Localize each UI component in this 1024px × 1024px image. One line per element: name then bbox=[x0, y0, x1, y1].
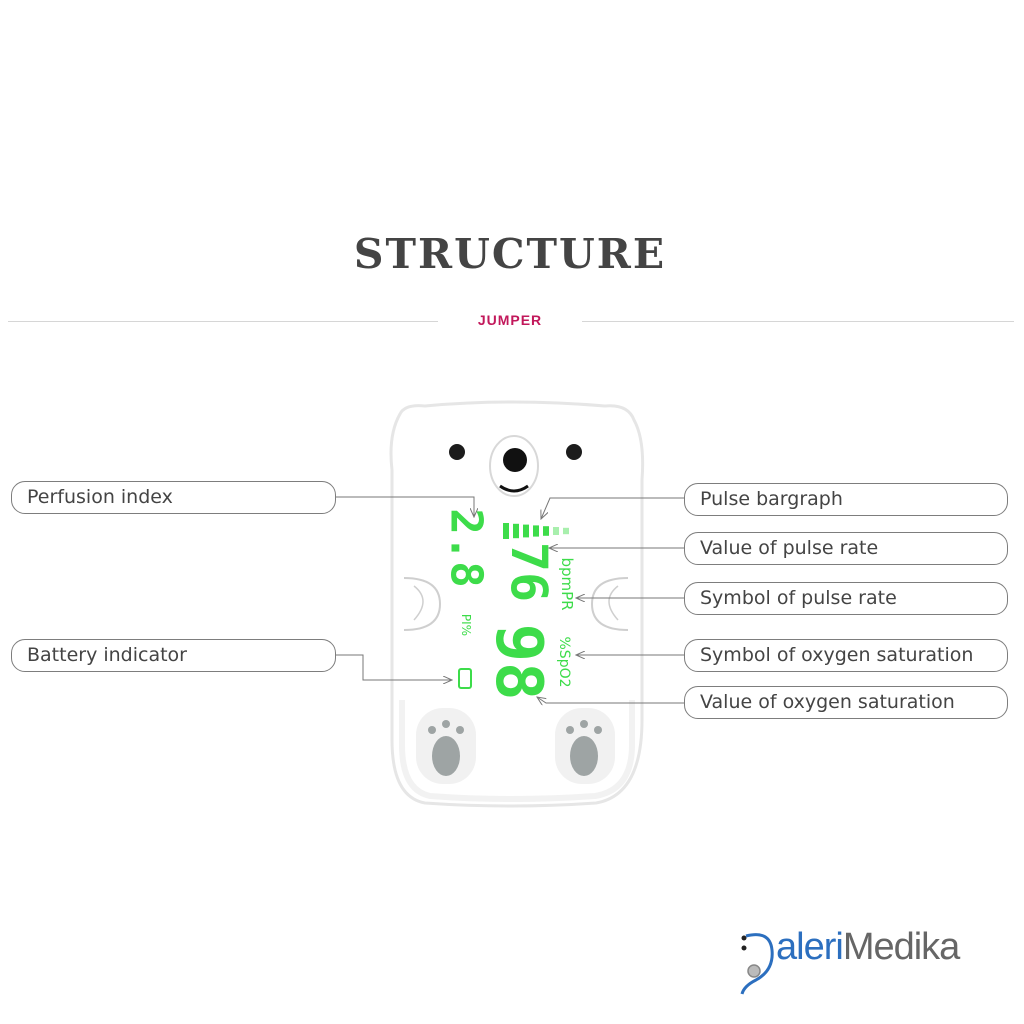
left-eye bbox=[449, 444, 465, 460]
right-arm bbox=[590, 577, 629, 631]
bargraph-segment bbox=[503, 523, 509, 539]
callout-battery-indicator: Battery indicator bbox=[11, 639, 336, 672]
bear-paws bbox=[403, 577, 629, 784]
battery-indicator-leader bbox=[336, 654, 452, 680]
bear-face bbox=[449, 435, 582, 497]
oxygen-value-leader bbox=[537, 697, 684, 703]
right-eye bbox=[566, 444, 582, 460]
callout-perfusion-index: Perfusion index bbox=[11, 481, 336, 514]
watermark-text-part2: Medika bbox=[842, 926, 960, 968]
pulse-rate-value: 76 bbox=[500, 542, 558, 602]
perfusion-index-leader bbox=[336, 496, 474, 517]
spo2-value: 98 bbox=[481, 623, 555, 700]
bargraph-segment bbox=[513, 523, 519, 539]
divider-left bbox=[8, 321, 438, 322]
page-title: STRUCTURE bbox=[353, 230, 667, 278]
nose bbox=[503, 448, 527, 472]
divider-right bbox=[582, 321, 1014, 322]
watermark-text-part1: aleri bbox=[776, 926, 844, 968]
right-foot bbox=[555, 708, 615, 784]
perfusion-index-unit: PI% bbox=[459, 614, 473, 636]
bargraph-segment bbox=[543, 526, 549, 536]
bargraph-segment bbox=[523, 524, 529, 538]
pulse-rate-unit: bpmPR bbox=[558, 557, 576, 610]
pulse-bargraph-leader bbox=[541, 497, 684, 519]
perfusion-index-value: 2.8 bbox=[441, 508, 492, 587]
bargraph-segment bbox=[533, 525, 539, 537]
left-foot bbox=[416, 708, 476, 784]
callout-symbol-pulse-rate: Symbol of pulse rate bbox=[684, 582, 1008, 615]
callout-pulse-bargraph: Pulse bargraph bbox=[684, 483, 1008, 516]
callout-value-oxygen-saturation: Value of oxygen saturation bbox=[684, 686, 1008, 719]
callout-leaders bbox=[336, 496, 684, 703]
bargraph-segment bbox=[563, 527, 569, 535]
stethoscope-icon bbox=[740, 933, 774, 995]
battery-icon bbox=[458, 668, 472, 689]
callout-symbol-oxygen-saturation: Symbol of oxygen saturation bbox=[684, 639, 1008, 672]
brand-logo: JUMPER bbox=[477, 312, 543, 328]
spo2-unit: %SpO2 bbox=[556, 636, 572, 687]
bargraph-segment bbox=[553, 527, 559, 535]
left-arm bbox=[403, 577, 442, 631]
pulse-bargraph bbox=[503, 523, 569, 539]
galeri-medika-watermark: aleriMedika bbox=[736, 922, 1006, 1002]
callout-value-pulse-rate: Value of pulse rate bbox=[684, 532, 1008, 565]
mouth bbox=[499, 484, 529, 493]
bear-device-body bbox=[389, 400, 645, 808]
